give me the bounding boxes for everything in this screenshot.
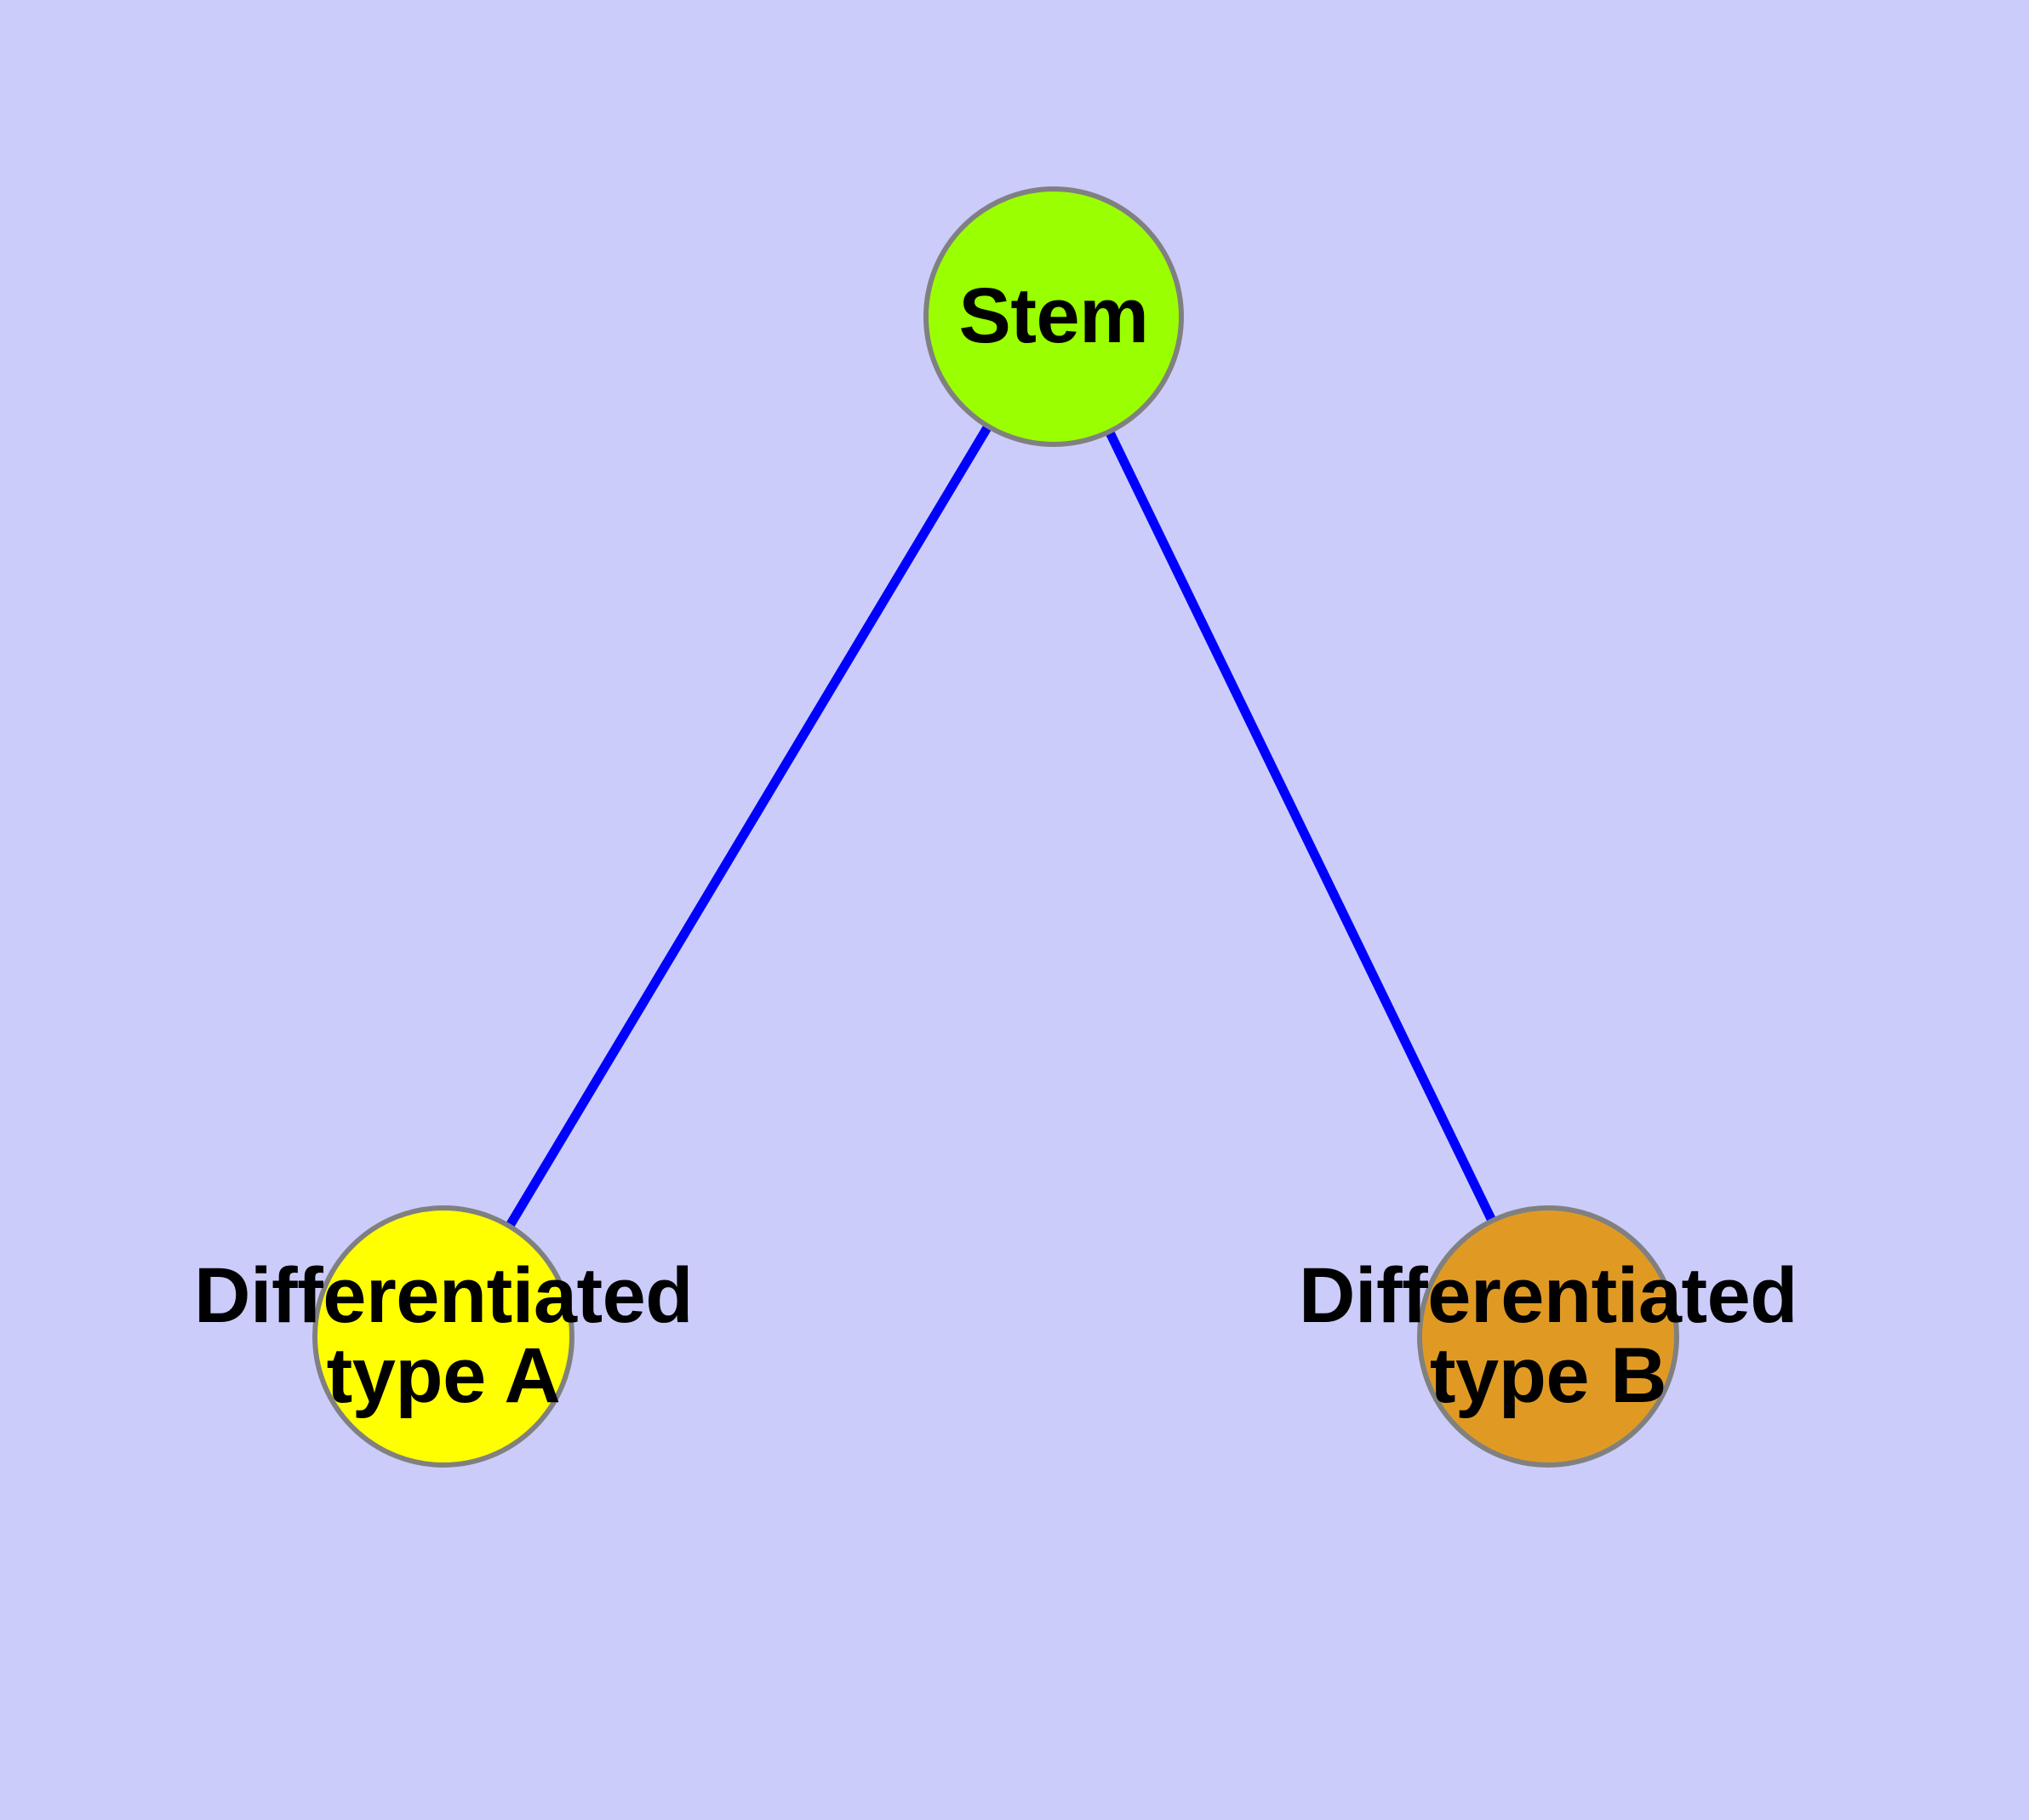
edge-stem-to-differentiated-type-a[interactable] bbox=[439, 314, 1058, 1339]
node-layer bbox=[312, 186, 1679, 1468]
edge-stem-to-differentiated-type-b[interactable] bbox=[1049, 314, 1552, 1339]
node-stem[interactable] bbox=[923, 186, 1184, 447]
edge-layer bbox=[439, 314, 1552, 1339]
node-differentiated-type-b[interactable] bbox=[1417, 1205, 1679, 1468]
node-differentiated-type-a[interactable] bbox=[312, 1205, 574, 1468]
